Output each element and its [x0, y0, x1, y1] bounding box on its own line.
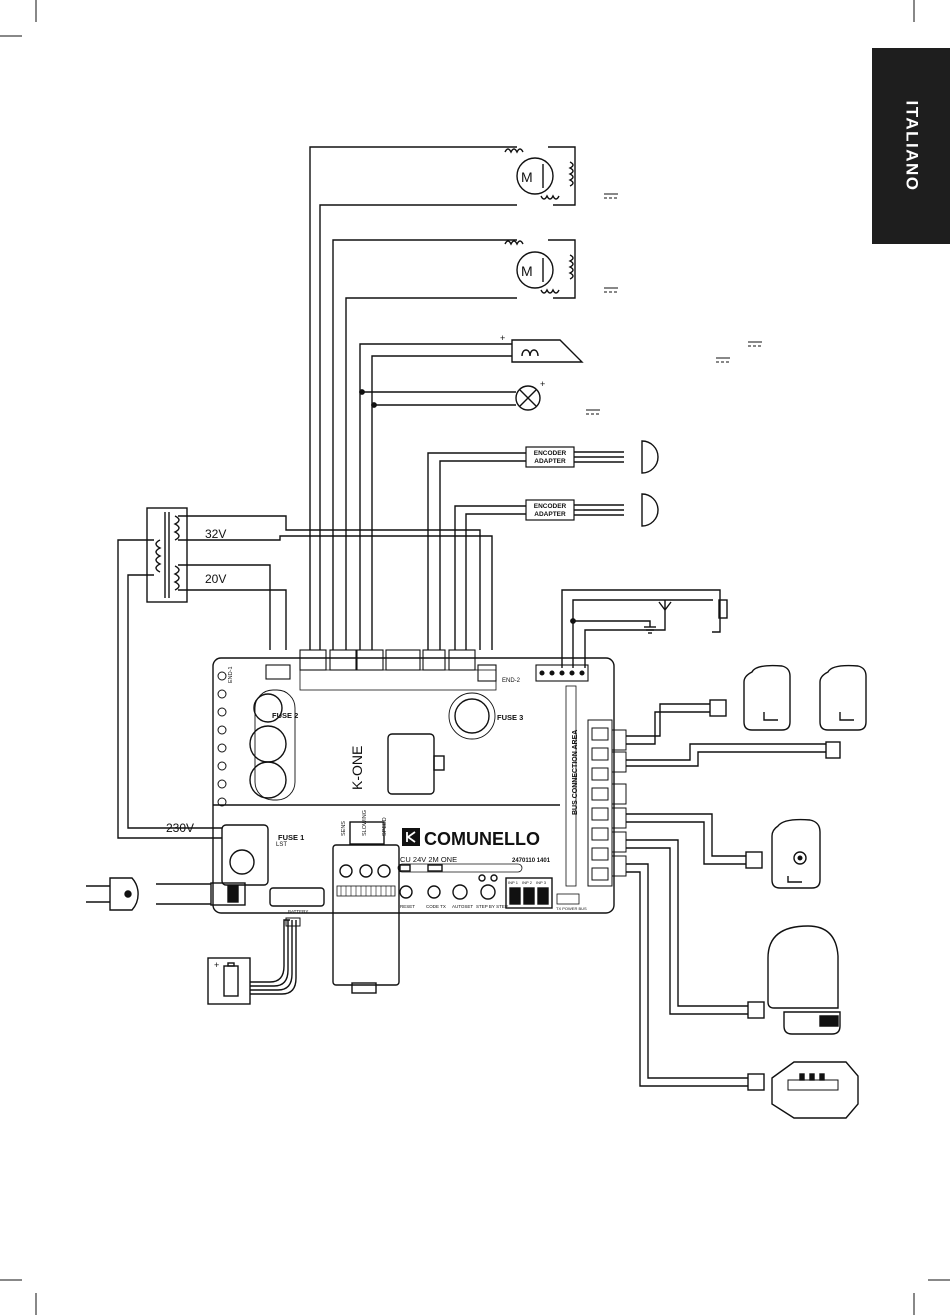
- btn-codetx-label: CODE TX: [426, 904, 446, 909]
- motor-1: M: [310, 147, 618, 650]
- transformer-20v-label: 20V: [205, 572, 226, 586]
- fuse2-label: FUSE 2: [272, 711, 298, 720]
- encoder-2: ENCODER ADAPTER: [455, 494, 658, 650]
- encoder-2-line2: ADAPTER: [534, 511, 566, 518]
- language-tab-label: ITALIANO: [901, 100, 921, 191]
- flashing-light: +: [360, 379, 600, 414]
- board-model: CU 24V 2M ONE: [400, 855, 457, 864]
- encoder-1-line2: ADAPTER: [534, 458, 566, 465]
- dip-inp3: INP 3: [536, 880, 547, 885]
- transformer-32v-label: 32V: [205, 527, 226, 541]
- dip-inp2: INP 2: [522, 880, 533, 885]
- fuse3-label: FUSE 3: [497, 713, 523, 722]
- lst-label: LST: [276, 842, 287, 848]
- battery-label: BATTERY: [288, 909, 308, 914]
- btn-stepbystep-label: STEP BY STEP: [476, 904, 508, 909]
- encoder-2-line1: ENCODER: [534, 503, 567, 510]
- trimmer-slowing: SLOWING: [362, 810, 368, 836]
- mains-230v-label: 230V: [166, 821, 194, 835]
- series-logo: K-ONE: [349, 746, 365, 790]
- motor-2-label: M: [521, 263, 533, 279]
- bus-terminals: [588, 720, 626, 886]
- dc-symbol: [604, 194, 618, 198]
- bus-area-label: BUS CONNECTION AREA: [572, 730, 579, 815]
- key-selector: [772, 820, 820, 888]
- control-board: [211, 650, 626, 993]
- svg-text:+: +: [540, 379, 545, 389]
- antenna: [562, 590, 727, 668]
- brand-logo: COMUNELLO: [424, 829, 540, 849]
- battery: +: [208, 918, 300, 1004]
- photocell-1: [744, 666, 790, 730]
- power-plug: [86, 878, 211, 910]
- encoder-1-line1: ENCODER: [534, 450, 567, 457]
- trimmer-sens: SENS: [341, 821, 347, 836]
- end2-label: END-2: [502, 678, 521, 684]
- photocell-2: [820, 666, 866, 730]
- tx-power-bus-label: TX POWER BUS: [556, 906, 587, 911]
- top-terminals: [266, 650, 588, 690]
- trimmer-speed: SPEED: [382, 817, 388, 836]
- btn-reset-label: RESET: [400, 904, 415, 909]
- motor-2: M: [333, 240, 618, 650]
- svg-text:+: +: [500, 333, 505, 343]
- fuse1-label: FUSE 1: [278, 833, 304, 842]
- language-tab: ITALIANO: [872, 48, 950, 244]
- receiver-module: [772, 1062, 858, 1118]
- transformer: [118, 508, 492, 838]
- encoder-1: ENCODER ADAPTER: [428, 441, 658, 650]
- bus-wires: [626, 700, 840, 1090]
- end1-label: END-1: [228, 666, 234, 683]
- left-connectors: [218, 672, 226, 806]
- board-serial: 2470110 1401: [512, 858, 551, 864]
- btn-autoset-label: AUTOSET: [452, 904, 473, 909]
- svg-text:+: +: [214, 960, 219, 970]
- electric-lock: +: [360, 333, 762, 650]
- flashing-lamp-device: [768, 926, 840, 1034]
- dip-inp1: INP 1: [508, 880, 519, 885]
- motor-1-label: M: [521, 169, 533, 185]
